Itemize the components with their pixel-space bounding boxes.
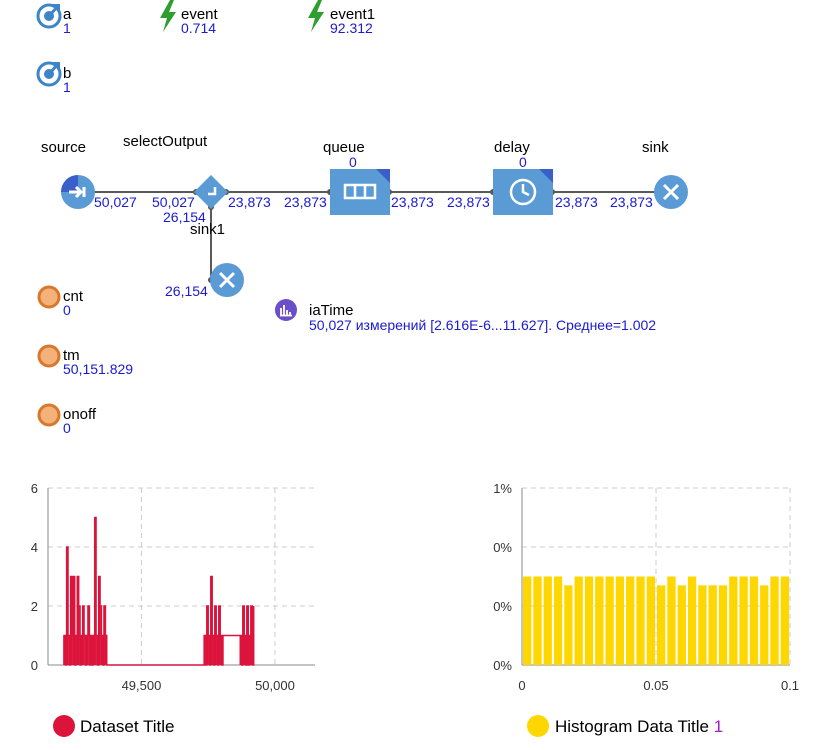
histogram-legend-title: Histogram Data Title <box>555 717 709 736</box>
histogram-legend-marker <box>527 715 549 737</box>
event1-value: 92.312 <box>330 20 373 36</box>
histogram-bar <box>533 576 542 665</box>
source-label: source <box>41 139 87 156</box>
y-tick-label: 0% <box>493 540 512 555</box>
histogram-bar <box>626 576 635 665</box>
histogram-bar <box>584 576 594 665</box>
source-block[interactable] <box>60 174 96 210</box>
statistics-summary: 50,027 измерений [2.616E-6...11.627]. Ср… <box>309 317 657 333</box>
queue-out-count: 23,873 <box>391 194 434 210</box>
event1-lightning-icon[interactable] <box>306 0 326 32</box>
histogram-bar <box>677 585 686 665</box>
histogram-bar <box>523 576 532 665</box>
variable-onoff-name: onoff <box>63 406 97 423</box>
delay-label: delay <box>494 139 530 156</box>
histogram-bar <box>687 576 697 665</box>
selectoutput-block[interactable] <box>193 174 229 210</box>
variable-onoff-icon[interactable] <box>37 403 61 427</box>
histogram-bar <box>739 576 748 665</box>
histogram-chart: 0% 0% 0% 1% 0 0.05 0.1 <box>493 481 799 693</box>
delay-out-count: 23,873 <box>555 194 598 210</box>
histogram-bar <box>780 576 789 665</box>
histogram-bar <box>718 585 728 665</box>
histogram-bar <box>749 576 759 665</box>
histogram-bar <box>708 585 717 665</box>
queue-in-count: 23,873 <box>284 194 327 210</box>
histogram-bar <box>760 585 769 665</box>
y-tick-label: 0% <box>493 658 512 673</box>
param-a-icon[interactable] <box>36 3 62 29</box>
y-tick-label: 2 <box>31 599 38 614</box>
sink-in-count: 23,873 <box>610 194 653 210</box>
delay-count: 0 <box>519 154 527 170</box>
event-name: event <box>181 6 218 23</box>
histogram-bar <box>646 576 655 665</box>
selectoutput-in-count: 50,027 <box>152 194 195 210</box>
x-tick-label: 0 <box>518 678 525 693</box>
histogram-bar <box>729 576 738 665</box>
time-plot-legend-marker <box>53 715 75 737</box>
x-tick-label: 0.05 <box>643 678 668 693</box>
queue-count: 0 <box>349 154 357 170</box>
sink-label: sink <box>642 139 669 156</box>
time-plot-legend-label: Dataset Title <box>80 717 175 736</box>
event1-name: event1 <box>330 6 376 23</box>
histogram-bar <box>595 576 604 665</box>
time-plot-chart: 0 2 4 6 49,500 50,000 <box>31 481 315 693</box>
variable-tm-value: 50,151.829 <box>63 361 134 377</box>
histogram-legend-suffix: 1 <box>713 717 724 736</box>
histogram-bar <box>615 576 625 665</box>
histogram-legend-label: Histogram Data Title 1 <box>555 717 723 737</box>
sink1-block[interactable] <box>209 262 245 298</box>
variable-tm-name: tm <box>63 347 80 364</box>
selectoutput-true-count: 23,873 <box>228 194 271 210</box>
param-b-value: 1 <box>63 79 71 95</box>
variable-cnt-icon[interactable] <box>37 285 61 309</box>
y-tick-label: 1% <box>493 481 512 496</box>
selectoutput-label: selectOutput <box>123 133 208 150</box>
variable-cnt-value: 0 <box>63 302 71 318</box>
histogram-bar <box>667 576 676 665</box>
x-tick-label: 50,000 <box>255 678 295 693</box>
param-a-value: 1 <box>63 20 71 36</box>
histogram-bar <box>636 576 645 665</box>
x-tick-label: 0.1 <box>781 678 799 693</box>
delay-in-count: 23,873 <box>447 194 490 210</box>
histogram-bar <box>543 576 552 665</box>
variable-tm-icon[interactable] <box>37 344 61 368</box>
y-tick-label: 0% <box>493 599 512 614</box>
histogram-bar <box>564 585 573 665</box>
x-tick-label: 49,500 <box>122 678 162 693</box>
queue-label: queue <box>323 139 365 156</box>
statistics-icon[interactable] <box>275 299 297 321</box>
event-value: 0.714 <box>181 20 217 36</box>
variable-cnt-name: cnt <box>63 288 84 305</box>
process-flow-canvas <box>89 189 660 283</box>
delay-block[interactable] <box>493 169 553 215</box>
event-lightning-icon[interactable] <box>158 0 178 32</box>
statistics-name: iaTime <box>309 302 354 319</box>
sink1-in-count: 26,154 <box>165 283 208 299</box>
param-a-name: a <box>63 6 72 23</box>
y-tick-label: 0 <box>31 658 38 673</box>
histogram-bar <box>574 576 583 665</box>
y-tick-label: 4 <box>31 540 38 555</box>
histogram-bar <box>657 585 666 665</box>
sink1-label: sink1 <box>190 221 226 238</box>
sink-block[interactable] <box>653 174 689 210</box>
histogram-bar <box>553 576 563 665</box>
histogram-bar <box>605 576 614 665</box>
param-b-icon[interactable] <box>36 61 62 87</box>
y-tick-label: 6 <box>31 481 38 496</box>
selectoutput-false-count: 26,154 <box>163 209 206 225</box>
variable-onoff-value: 0 <box>63 420 71 436</box>
param-b-name: b <box>63 65 72 82</box>
histogram-bar <box>698 585 707 665</box>
series-line <box>63 516 255 666</box>
queue-block[interactable] <box>330 169 390 215</box>
histogram-bar <box>770 576 779 665</box>
source-out-count: 50,027 <box>94 194 137 210</box>
